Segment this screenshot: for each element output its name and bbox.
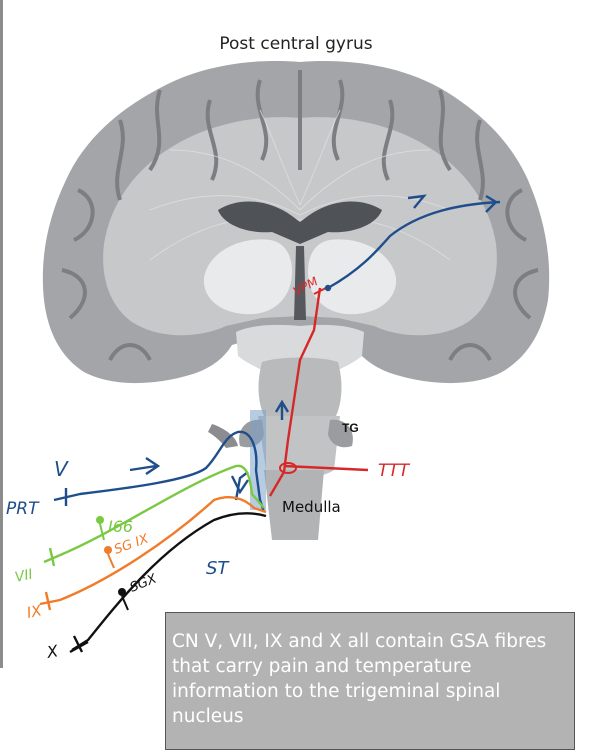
label-medulla: Medulla — [282, 498, 341, 516]
sg10-ganglion — [118, 588, 126, 596]
arrow-cortex — [407, 194, 427, 209]
sg9-stalk — [107, 553, 115, 569]
medulla-stem — [258, 416, 340, 478]
label-ttt: TTT — [378, 461, 411, 481]
thalamus-right — [308, 239, 397, 315]
caption-text: CN V, VII, IX and X all contain GSA fibr… — [172, 631, 547, 727]
label-cn-v: V — [54, 457, 69, 481]
cn-vii-fibre — [43, 464, 265, 564]
arrow-cn-v — [129, 457, 161, 475]
vpm-cell-body — [324, 284, 332, 292]
label-ix: IX — [25, 601, 44, 622]
trigeminal-nerve-stub — [208, 424, 238, 448]
page-left-border — [0, 0, 3, 668]
cn-x-fibre — [71, 512, 267, 652]
ttt-crossing-fibre — [283, 464, 369, 472]
cn-ix-terminal — [44, 591, 52, 611]
cn-v-pathway-blue — [53, 194, 501, 513]
label-prt: PRT — [6, 499, 40, 519]
arrow-st — [230, 475, 249, 495]
thalamic-pathway-red — [268, 287, 369, 497]
page-title: Post central gyrus — [219, 34, 373, 54]
fibre-texture — [149, 109, 451, 261]
vpm-terminal-mark — [313, 287, 327, 301]
sg9-ganglion — [104, 546, 112, 554]
pons — [258, 357, 342, 428]
cn-vii-pathway-green — [43, 464, 265, 567]
label-x: X — [44, 641, 60, 662]
label-vii: VII — [14, 567, 35, 586]
third-ventricle — [294, 246, 306, 320]
thalamocortical-fibre — [327, 200, 501, 290]
arrow-ascending — [274, 399, 290, 420]
cn-vii-terminal — [48, 547, 56, 567]
cn-x-pathway-black — [69, 512, 267, 654]
label-tg: TG — [342, 421, 359, 435]
label-st: ST — [206, 558, 230, 579]
cn-v-fibre — [53, 430, 266, 513]
caption-box: CN V, VII, IX and X all contain GSA fibr… — [165, 612, 575, 750]
cortex-folds — [61, 70, 539, 361]
sg10-stalk — [121, 595, 129, 611]
ig6-ganglion — [96, 516, 104, 524]
spinal-tract-highlight — [250, 410, 266, 510]
cn-x-terminal — [69, 635, 89, 654]
decussation-marker — [279, 462, 297, 474]
thalamus-left — [203, 239, 292, 315]
lateral-ventricles — [218, 201, 382, 244]
spinal-cord — [264, 470, 324, 540]
label-ig6: I66 — [108, 517, 133, 536]
ig6-stalk — [99, 523, 105, 541]
cortical-terminal — [485, 194, 498, 213]
brain-illustration — [42, 61, 550, 540]
label-sg10: SGX — [128, 571, 160, 596]
cn-ix-pathway-orange — [39, 496, 267, 611]
cn-ix-fibre — [39, 496, 267, 606]
cerebellar-peduncle-right — [328, 419, 353, 448]
st-fibre — [234, 471, 249, 501]
